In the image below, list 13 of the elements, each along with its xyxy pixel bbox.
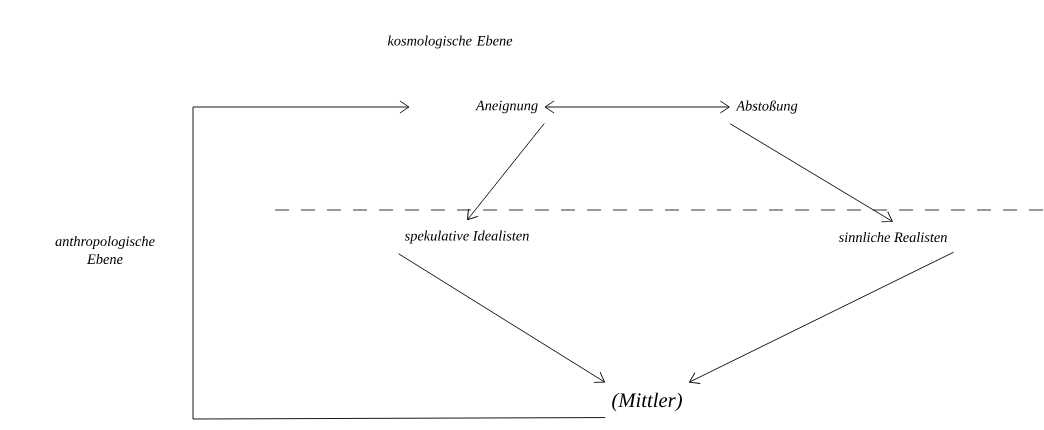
handwritten-term: spekulative Idealisten [404, 230, 529, 244]
level-label: kosmologische Ebene [387, 35, 513, 49]
arrow [544, 100, 730, 114]
handwritten-term: sinnliche Realisten [838, 231, 947, 243]
handwritten-term: Abstoßung [735, 100, 798, 114]
arrow [398, 253, 606, 383]
arrow [467, 123, 545, 221]
arrow [729, 123, 893, 223]
arrow [192, 100, 606, 420]
level-label: anthropologische Ebene [55, 236, 155, 264]
handwritten-term: (Mittler) [612, 392, 682, 412]
arrow [689, 251, 955, 384]
handwritten-term: Aneignung [475, 100, 538, 114]
